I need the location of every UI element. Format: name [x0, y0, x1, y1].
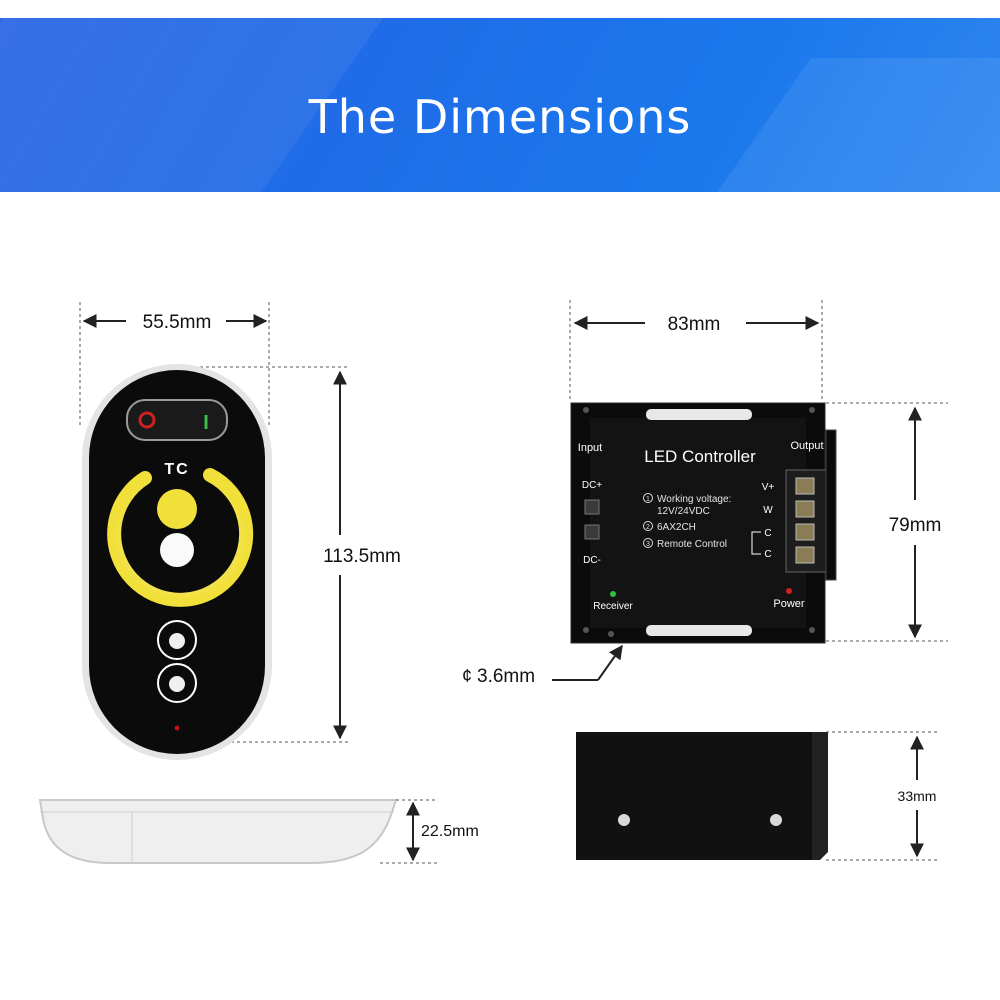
v-plus-label: V+ [762, 482, 775, 493]
spec-number-1: 1 [646, 496, 650, 503]
remote-height-label: 113.5mm [323, 546, 401, 567]
leader-line [597, 644, 623, 681]
screw [809, 627, 815, 633]
input-terminal [584, 499, 600, 515]
off-icon [138, 411, 156, 429]
power-switch[interactable] [126, 399, 228, 441]
spec-bullet [643, 538, 653, 548]
spec-bullet [643, 521, 653, 531]
input-terminal [584, 524, 600, 540]
controller-width-label: 83mm [668, 314, 721, 335]
spec-working-voltage: Working voltage: [657, 494, 731, 505]
brand-label: TC [164, 461, 189, 478]
c-label: C [764, 549, 771, 560]
indicator-led [174, 725, 180, 731]
receiver-led [610, 591, 616, 597]
page-title: The Dimensions [308, 90, 692, 144]
controller-side-edge [812, 732, 828, 860]
receiver-label: Receiver [593, 601, 633, 612]
mounting-slot [646, 625, 752, 636]
color-temperature-ring[interactable] [107, 468, 254, 607]
dc-minus-label: DC- [583, 555, 601, 566]
header-banner: The Dimensions [0, 18, 1000, 192]
screw [608, 631, 614, 637]
mounting-slot [646, 409, 752, 420]
output-label: Output [790, 440, 823, 452]
mount-screw [770, 814, 782, 826]
power-led [786, 588, 792, 594]
spec-remote-control: Remote Control [657, 539, 727, 550]
terminal-cover [825, 429, 837, 581]
controller-height-label: 79mm [889, 515, 942, 536]
remote-width-label: 55.5mm [143, 312, 212, 333]
remote-thickness-label: 22.5mm [421, 823, 479, 840]
hole-diameter-label: 3.6mm [477, 666, 535, 687]
output-terminal [795, 546, 815, 564]
bracket-line [751, 531, 761, 555]
output-terminal [795, 500, 815, 518]
controller-top-view: 83mm 79mm LED Controller Input Output DC… [462, 300, 948, 687]
remote-side-view: 22.5mm [38, 799, 479, 864]
diameter-symbol: ¢ [462, 666, 472, 686]
screw [583, 407, 589, 413]
cool-white-button[interactable] [160, 533, 194, 567]
output-terminal [795, 477, 815, 495]
controller-side-view: 33mm [576, 731, 940, 861]
controller-depth-label: 33mm [898, 788, 937, 804]
spec-number-3: 3 [646, 541, 650, 548]
spec-voltage-value: 12V/24VDC [657, 506, 710, 517]
mount-screw [618, 814, 630, 826]
controller-title: LED Controller [644, 447, 756, 466]
dc-plus-label: DC+ [582, 480, 602, 491]
warm-white-button[interactable] [157, 489, 197, 529]
c-label: C [764, 528, 771, 539]
screw [583, 627, 589, 633]
controller-side-body [576, 732, 820, 860]
w-label: W [763, 505, 773, 516]
remote-side-body [38, 799, 398, 864]
spec-number-2: 2 [646, 524, 650, 531]
controller-panel [590, 418, 806, 628]
output-terminal [795, 523, 815, 541]
on-symbol: I [203, 412, 209, 434]
remote-front-view: 55.5mm 113.5mm I TC [79, 302, 401, 760]
bulb-icon [169, 633, 185, 649]
power-label: Power [773, 598, 805, 610]
bulb-icon [169, 676, 185, 692]
spec-current: 6AX2CH [657, 522, 696, 533]
spec-bullet [643, 493, 653, 503]
input-label: Input [578, 442, 602, 454]
screw [809, 407, 815, 413]
